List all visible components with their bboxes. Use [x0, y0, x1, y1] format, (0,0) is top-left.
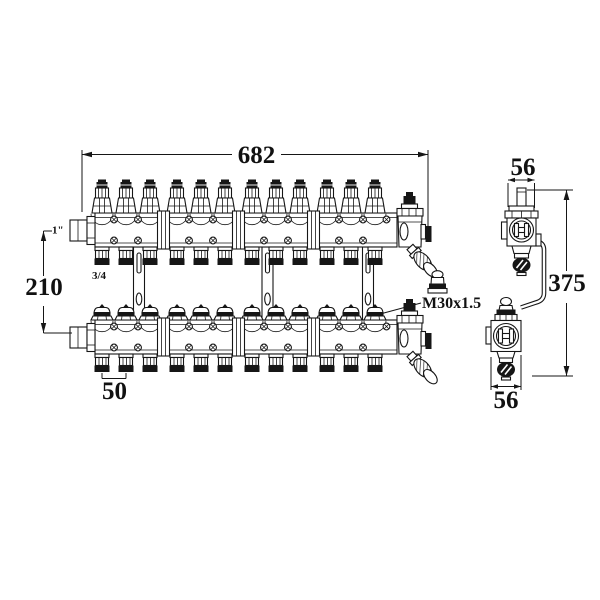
bottom-manifold	[69, 298, 442, 388]
dim-port-spacing: 50	[101, 373, 127, 405]
valve-thread-label: M30x1.5	[422, 295, 481, 312]
bottom-end-valve	[396, 298, 442, 388]
row-spacing-label: 210	[25, 274, 63, 301]
side-top-width-label: 56	[511, 154, 536, 181]
dim-overall-width: 682	[81, 142, 429, 231]
side-valve-top	[500, 187, 542, 277]
bottom-outlets	[93, 353, 384, 373]
main-connection-plug	[69, 215, 96, 246]
top-manifold	[69, 178, 442, 281]
flow-meter-valves	[91, 178, 386, 214]
dim-row-spacing: 210	[25, 230, 72, 334]
dim-side-bottom-width: 56	[490, 355, 522, 414]
manifold-side-view	[485, 187, 547, 381]
port-spacing-label: 50	[102, 378, 127, 405]
top-end-valve	[396, 191, 442, 281]
side-bottom-width-label: 56	[494, 387, 519, 414]
main-connection-label: 1"	[52, 225, 64, 237]
dim-side-top-width: 56	[507, 154, 536, 208]
dim-side-height: 375	[527, 189, 586, 377]
dimensions: 682 210 1" 3/4 50	[25, 142, 586, 414]
side-height-label: 375	[548, 270, 586, 297]
label-valve-thread: M30x1.5	[381, 270, 481, 314]
manifold-front-view	[69, 178, 442, 388]
loop-connection-label: 3/4	[92, 270, 107, 282]
side-valve-bottom	[485, 296, 522, 381]
valve-cap-detail	[427, 270, 448, 294]
overall-width-label: 682	[238, 142, 276, 169]
